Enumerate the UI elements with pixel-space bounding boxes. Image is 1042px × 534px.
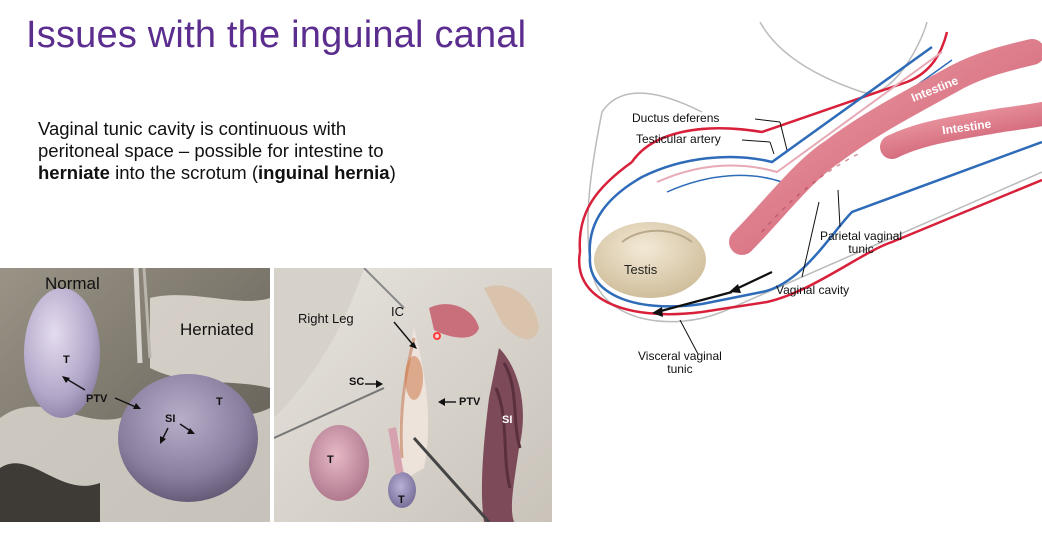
label-ptv: PTV <box>459 396 481 408</box>
label-right-leg: Right Leg <box>298 311 354 326</box>
body-text: Vaginal tunic cavity is continuous with … <box>38 118 418 184</box>
body-text-part3: ) <box>389 162 396 183</box>
body-text-bold-herniate: herniate <box>38 162 110 183</box>
label-vaginal-cavity: Vaginal cavity <box>776 283 850 297</box>
label-parietal-line1: Parietal vaginal <box>820 229 903 243</box>
label-testicular-artery: Testicular artery <box>636 132 721 146</box>
photo-right-illustration <box>274 268 552 522</box>
inguinal-hernia-diagram: Ductus deferens Testicular artery Testis… <box>562 21 1042 382</box>
diagram-illustration <box>577 21 1042 355</box>
label-parietal-line2: tunic <box>848 242 874 256</box>
label-visceral-line2: tunic <box>667 362 693 376</box>
label-testis-normal: T <box>63 354 70 366</box>
label-ductus-deferens: Ductus deferens <box>632 111 720 125</box>
label-normal: Normal <box>45 274 100 293</box>
body-text-part2: into the scrotum ( <box>109 162 259 183</box>
photo-left-illustration <box>0 268 270 522</box>
label-testis: Testis <box>624 262 658 277</box>
label-si: SI <box>502 414 513 426</box>
label-testis-1: T <box>327 454 334 466</box>
body-text-bold-inguinal-hernia: inguinal hernia <box>258 162 390 183</box>
photo-dissection-right-leg: Right Leg IC SC PTV SI T T <box>274 268 552 522</box>
label-visceral-line1: Visceral vaginal <box>638 349 722 363</box>
slide-title: Issues with the inguinal canal <box>26 14 527 56</box>
label-ptv: PTV <box>86 393 108 405</box>
body-text-part1: Vaginal tunic cavity is continuous with … <box>38 118 384 161</box>
label-herniated: Herniated <box>180 320 254 339</box>
label-testis-2: T <box>398 494 405 506</box>
intestine-loops <box>729 39 1042 255</box>
label-si: SI <box>165 413 176 425</box>
label-testis-herniated: T <box>216 396 223 408</box>
photo-normal-vs-herniated: Normal Herniated T PTV SI T <box>0 268 270 522</box>
label-sc: SC <box>349 376 365 388</box>
label-ic: IC <box>391 304 404 319</box>
